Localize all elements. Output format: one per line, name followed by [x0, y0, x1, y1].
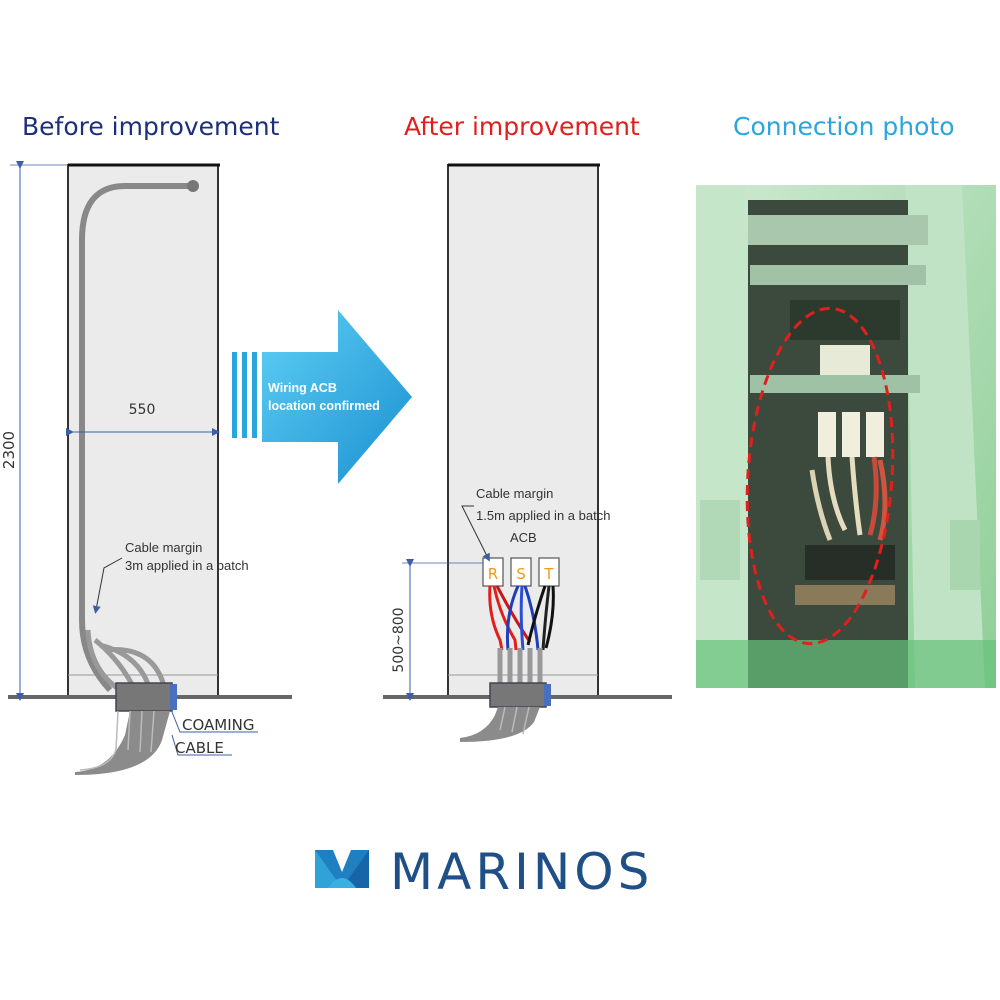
arrow-label-line1: Wiring ACB: [268, 381, 337, 395]
before-height-dimension: [10, 161, 68, 701]
transition-arrow: [232, 310, 412, 484]
before-margin-leader: [92, 557, 123, 614]
phase-s-label: S: [516, 565, 526, 583]
cable-leader: [171, 734, 232, 756]
cable-label: CABLE: [175, 739, 224, 757]
after-height-label: 500~800: [391, 607, 407, 672]
coaming-leader: [171, 711, 258, 733]
before-height-label: 2300: [0, 431, 18, 469]
brand-name: MARINOS: [390, 843, 654, 901]
after-coaming: [460, 682, 551, 742]
acb-terminals: [482, 557, 560, 587]
after-height-dimension: [402, 559, 483, 701]
after-heading: After improvement: [404, 112, 640, 141]
acb-label: ACB: [510, 530, 537, 545]
before-margin-line2: 3m applied in a batch: [125, 558, 249, 573]
after-phase-cables: [488, 585, 555, 651]
connection-photo: [696, 185, 996, 688]
before-heading: Before improvement: [22, 112, 280, 141]
after-margin-leader: [461, 505, 490, 562]
after-margin-line1: Cable margin: [476, 486, 553, 501]
before-cabinet: [8, 163, 292, 699]
phase-t-label: T: [543, 565, 554, 583]
after-cabinet: [383, 163, 672, 699]
arrow-label-line2: location confirmed: [268, 399, 380, 413]
coaming-label: COAMING: [182, 716, 255, 734]
after-margin-line2: 1.5m applied in a batch: [476, 508, 610, 523]
photo-heading: Connection photo: [733, 112, 955, 141]
before-width-label: 550: [129, 402, 156, 418]
before-margin-line1: Cable margin: [125, 540, 202, 555]
marinos-logo-icon: [315, 850, 369, 888]
phase-r-label: R: [488, 565, 498, 583]
before-coaming: [75, 682, 177, 775]
